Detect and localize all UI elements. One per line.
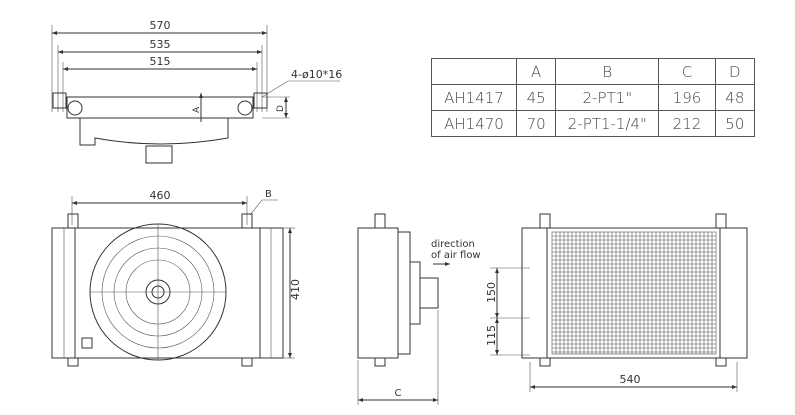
table-cell: 2-PT1-1/4" xyxy=(555,110,660,137)
table-cell: AH1470 xyxy=(431,110,517,137)
port-b-label: B xyxy=(265,189,272,200)
table-header: A xyxy=(515,58,557,85)
table-header: C xyxy=(658,58,716,85)
dim-535: 535 xyxy=(150,38,171,51)
model-dimension-table: A B C D AH1417 45 2-PT1" 196 48 AH1470 7… xyxy=(431,58,756,137)
table-cell: AH1417 xyxy=(431,84,517,111)
table-row: AH1417 45 2-PT1" 196 48 xyxy=(431,84,756,111)
dim-570: 570 xyxy=(150,19,171,32)
table-cell: 70 xyxy=(515,110,557,137)
holes-callout: 4-ø10*16 xyxy=(291,68,342,81)
side-view: direction of air flow C xyxy=(357,213,481,405)
radiator-core-grid xyxy=(552,232,716,354)
top-view: 570 535 515 A D 4-ø10*16 xyxy=(51,19,342,164)
dim-410: 410 xyxy=(289,279,302,300)
table-cell: 2-PT1" xyxy=(555,84,660,111)
dim-115: 115 xyxy=(485,325,498,346)
front-view: 460 B 410 xyxy=(51,189,302,367)
dim-460: 460 xyxy=(150,189,171,202)
dim-150: 150 xyxy=(485,282,498,303)
airflow-label-2: of air flow xyxy=(431,250,481,261)
rear-view: 150 115 540 xyxy=(485,213,748,392)
dim-d: D xyxy=(276,105,286,112)
table-header-row: A B C D xyxy=(431,58,756,85)
dim-540: 540 xyxy=(620,373,641,386)
airflow-label-1: direction xyxy=(431,239,475,250)
table-cell: 212 xyxy=(658,110,716,137)
table-cell: 196 xyxy=(658,84,716,111)
table-row: AH1470 70 2-PT1-1/4" 212 50 xyxy=(431,110,756,137)
table-header: B xyxy=(555,58,660,85)
dim-a: A xyxy=(192,106,202,113)
table-header xyxy=(431,58,517,85)
dim-c: C xyxy=(395,388,402,399)
dim-515: 515 xyxy=(150,55,171,68)
table-cell: 45 xyxy=(515,84,557,111)
table-header: D xyxy=(714,58,756,85)
table-cell: 50 xyxy=(714,110,756,137)
table-cell: 48 xyxy=(714,84,756,111)
